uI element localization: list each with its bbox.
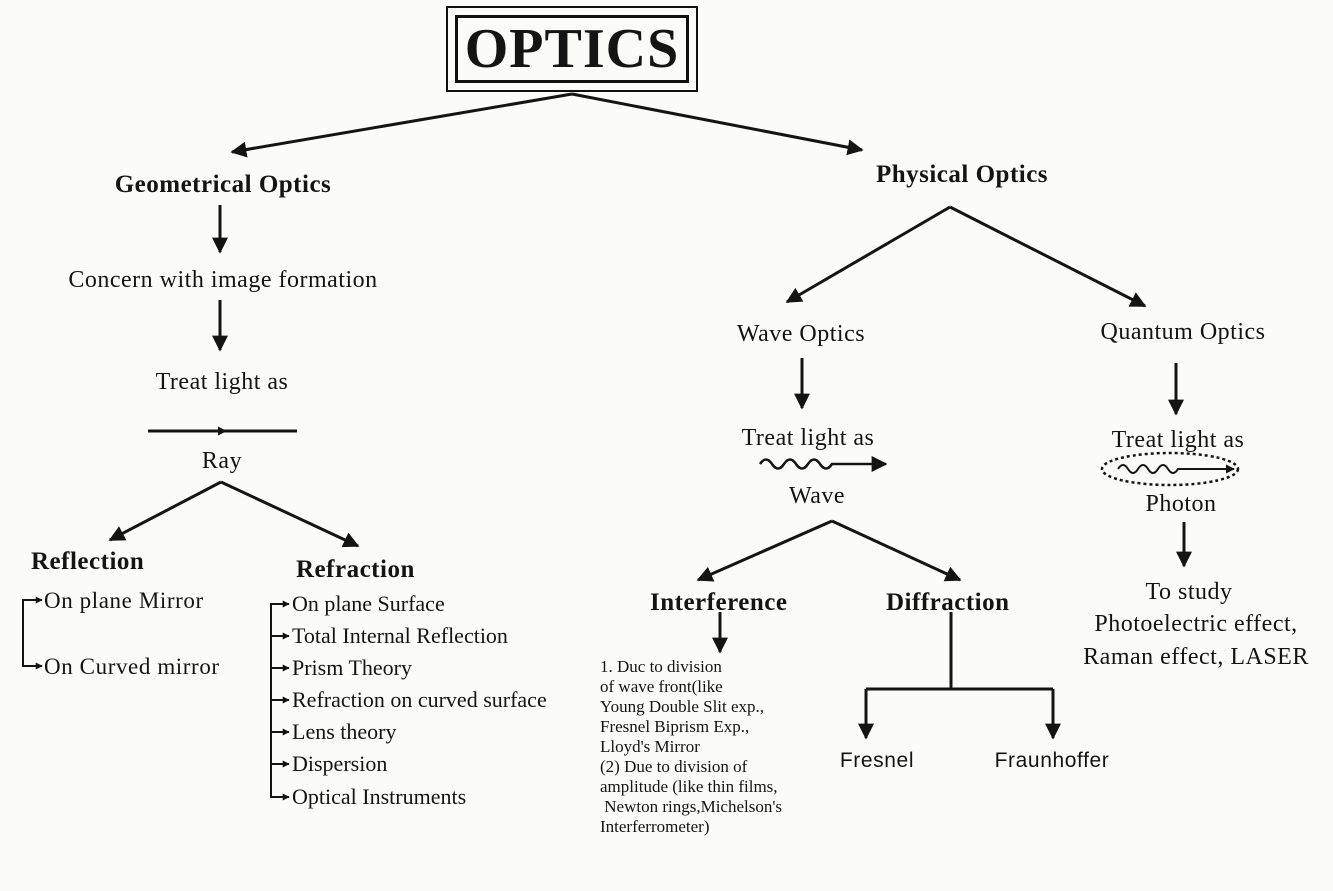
interference-notes: 1. Duc to division of wave front(like Yo…: [600, 657, 782, 837]
reflection-bracket: [22, 599, 42, 667]
interference-heading: Interference: [650, 589, 788, 616]
photon-ellipse: [1100, 451, 1240, 487]
diffraction-heading: Diffraction: [886, 589, 1010, 616]
refraction-item: Lens theory: [292, 719, 397, 744]
quantum-treat-label: Treat light as: [1111, 427, 1245, 453]
refraction-item: Optical Instruments: [292, 784, 467, 809]
geo-treat-label: Treat light as: [155, 369, 289, 395]
page-title: OPTICS: [464, 18, 680, 80]
reflection-item: On plane Mirror: [44, 588, 204, 613]
interference-note-line: amplitude (like thin films,: [600, 777, 778, 796]
arrow-to-physical: [571, 92, 864, 156]
study-line: Raman effect, LASER: [1083, 644, 1309, 670]
geometrical-optics-heading: Geometrical Optics: [114, 171, 332, 198]
refraction-item: On plane Surface: [292, 591, 445, 616]
arrow-physical-to-quantum: [949, 205, 1147, 308]
arrow-ray-to-reflection: [108, 480, 222, 542]
wave-optics-heading: Wave Optics: [736, 321, 866, 347]
interference-note-line: Young Double Slit exp.,: [600, 697, 765, 716]
title-inner-border: OPTICS: [455, 15, 689, 83]
interference-note-line: 1. Duc to division: [600, 657, 722, 676]
interference-note-line: (2) Due to division of: [600, 757, 748, 776]
reflection-heading: Reflection: [31, 548, 145, 575]
physical-optics-heading: Physical Optics: [875, 161, 1049, 188]
refraction-item: Total Internal Reflection: [292, 623, 508, 648]
interference-note-line: Newton rings,Michelson's: [600, 797, 783, 816]
refraction-heading: Refraction: [296, 556, 415, 583]
arrow-wave-to-interference: [696, 519, 833, 582]
fraunhoffer-label: Fraunhoffer: [994, 749, 1110, 772]
study-line: To study: [1145, 579, 1233, 605]
refraction-item: Refraction on curved surface: [292, 687, 547, 712]
wave-label: Wave: [788, 483, 846, 509]
refraction-item: Prism Theory: [292, 655, 412, 680]
reflection-item: On Curved mirror: [44, 654, 220, 679]
wave-treat-label: Treat light as: [741, 425, 875, 451]
concern-label: Concern with image formation: [68, 267, 378, 293]
interference-note-line: Interferrometer): [600, 817, 710, 836]
arrow-physical-to-wave: [785, 205, 951, 304]
wave-symbol: [758, 456, 888, 472]
title-box: OPTICS: [446, 6, 698, 92]
study-line: Photoelectric effect,: [1094, 611, 1298, 637]
arrow-wave-to-diffraction: [831, 519, 962, 582]
refraction-item: Dispersion: [292, 751, 388, 776]
interference-note-line: Lloyd's Mirror: [600, 737, 700, 756]
fresnel-label: Fresnel: [839, 749, 915, 772]
quantum-optics-heading: Quantum Optics: [1100, 319, 1266, 345]
interference-note-line: Fresnel Biprism Exp.,: [600, 717, 750, 736]
photon-symbol: [1117, 464, 1235, 474]
photon-label: Photon: [1145, 491, 1217, 517]
arrow-to-geometrical: [230, 92, 573, 158]
ray-label: Ray: [201, 448, 243, 474]
interference-note-line: of wave front(like: [600, 677, 723, 696]
arrow-ray-to-refraction: [220, 480, 360, 548]
